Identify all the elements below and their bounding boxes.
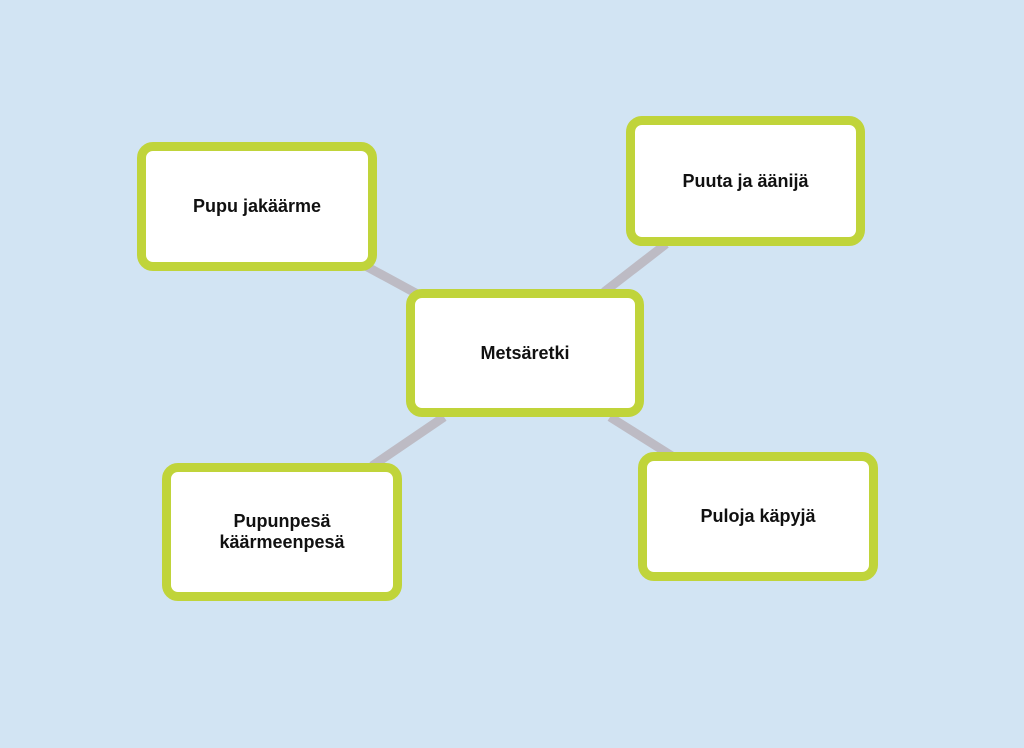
connector-top-right (601, 240, 669, 296)
branch-node-bottom-left[interactable]: Pupunpesä käärmeenpesä (162, 463, 402, 601)
center-label: Metsäretki (480, 342, 570, 363)
connector-top-left (359, 260, 424, 300)
branch-label-bottom-left: Pupunpesä käärmeenpesä (219, 511, 345, 552)
connector-bottom-right (607, 413, 675, 460)
branch-label-top-left: Pupu jakäärme (192, 196, 322, 216)
branch-node-top-right[interactable]: Puuta ja äänijä (626, 116, 865, 246)
branch-node-top-left[interactable]: Pupu jakäärme (137, 142, 377, 271)
center-node[interactable]: Metsäretki (406, 289, 644, 417)
branch-node-bottom-right[interactable]: Puloja käpyjä (638, 452, 878, 581)
branch-label-bottom-right: Puloja käpyjä (700, 506, 816, 526)
branch-label-top-right: Puuta ja äänijä (682, 170, 809, 191)
connector-bottom-left (369, 413, 447, 470)
